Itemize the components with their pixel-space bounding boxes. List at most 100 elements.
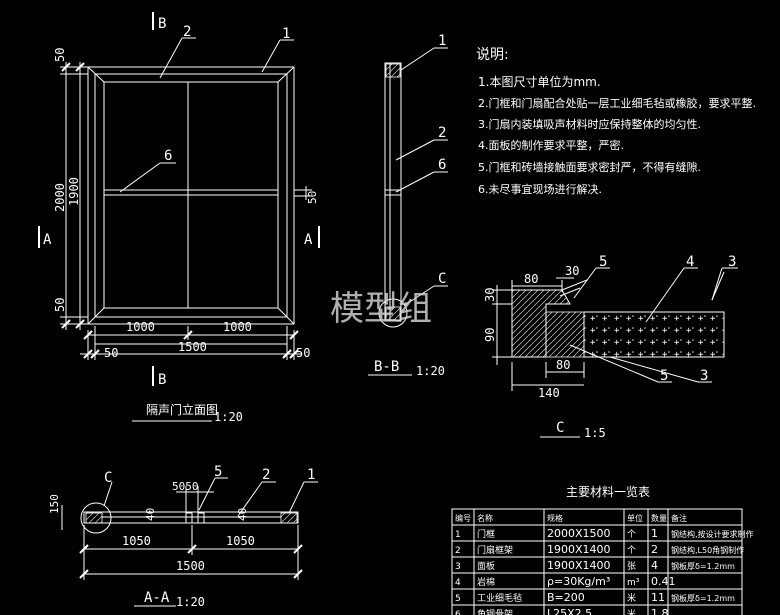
section-mark-b-bottom: B — [158, 372, 166, 388]
note-4: 4.面板的制作要求平整，严密. — [478, 138, 624, 152]
detail-c-title: C — [556, 420, 564, 436]
note-1: 1.本图尺寸单位为mm. — [478, 74, 601, 89]
notes-block: 说明: 1.本图尺寸单位为mm. 2.门框和门扇配合处贴一层工业细毛毡或橡胶，要… — [476, 47, 756, 196]
aa-detail-circle — [80, 502, 112, 534]
bb-callout-2: 2 — [438, 125, 446, 141]
bb-detail-circle — [378, 298, 408, 328]
aa-detail-mark: C — [104, 470, 112, 486]
aa-dim-left-half: 1050 — [122, 534, 151, 548]
bb-scale: 1:20 — [416, 364, 445, 378]
bb-callout-1: 1 — [438, 33, 446, 49]
detail-dim-left-30: 30 — [483, 288, 497, 302]
table-cell: 个 — [627, 529, 636, 540]
aa-dim-40-left: 40 — [144, 508, 157, 521]
detail-callout-5-bottom: 5 — [660, 368, 668, 384]
dim-side-50: 50 — [306, 191, 319, 204]
watermark-text: 模型组 — [330, 289, 432, 329]
table-cell: m³ — [627, 578, 640, 588]
detail-dim-top-30: 30 — [565, 264, 579, 278]
detail-dim-bottom-80: 80 — [556, 358, 570, 372]
note-6: 6.未尽事宜现场进行解决. — [478, 182, 602, 196]
dim-right-panel: 1000 — [223, 320, 252, 334]
table-cell: 1900X1400 — [547, 559, 611, 572]
detail-callout-5-top: 5 — [599, 254, 607, 270]
door-frame-mid — [94, 73, 288, 318]
table-cell: 2 — [455, 546, 461, 556]
table-cell: 工业细毛毡 — [477, 592, 522, 604]
table-cell: 1 — [651, 527, 658, 540]
table-cell: 个 — [627, 545, 636, 556]
table-cell: 0.41 — [651, 575, 676, 588]
aa-dim-50-50: 5050 — [172, 480, 199, 493]
elevation-title: 隔声门立面图 — [146, 402, 218, 417]
table-cell: ρ=30Kg/m³ — [547, 575, 610, 588]
dim-right-edge: 50 — [296, 346, 310, 360]
table-cell: 5 — [455, 594, 461, 604]
dim-total-height: 2000 — [53, 183, 67, 212]
detail-callout-3-top: 3 — [728, 254, 736, 270]
table-cell: 米 — [627, 608, 636, 615]
section-mark-b-top: B — [158, 16, 166, 32]
section-bb: 1 2 6 C B-B 1:20 — [368, 33, 448, 378]
aa-dim-right-half: 1050 — [226, 534, 255, 548]
table-cell: 面板 — [477, 560, 495, 572]
bb-callout-6: 6 — [438, 157, 446, 173]
table-header-cell: 备注 — [671, 513, 687, 523]
table-cell: 4 — [651, 559, 658, 572]
table-cell: 门框 — [477, 528, 495, 540]
table-cell: 6 — [455, 610, 461, 615]
table-grid: 编号名称 规格 单位数量备注 1 门框 2000X1500 个 1 钢结构,按设计要求制作 2 门扇… — [451, 508, 754, 615]
table-cell: 岩棉 — [477, 576, 495, 588]
detail-dim-left-90: 90 — [483, 328, 497, 342]
bb-title: B-B — [374, 359, 399, 375]
table-cell: 钢结构,L50角钢制作 — [671, 545, 744, 555]
table-cell: 钢板厚δ=1.2mm — [671, 593, 735, 603]
section-mark-a-right: A — [304, 232, 313, 248]
note-2: 2.门框和门扇配合处贴一层工业细毛毡或橡胶，要求平整. — [478, 96, 756, 110]
section-aa: C 5050 5 2 1 40 40 150 1050 1050 1500 — [48, 464, 318, 609]
table-cell: 钢结构,按设计要求制作 — [671, 529, 754, 539]
detail-callout-4: 4 — [686, 254, 694, 270]
table-header-cell: 数量 — [651, 513, 667, 523]
note-5: 5.门框和砖墙接触面要求密封严，不得有缝隙. — [478, 160, 701, 174]
dim-bottom-frame: 50 — [53, 298, 67, 312]
callout-2: 2 — [183, 24, 191, 40]
dim-left-panel: 1000 — [126, 320, 155, 334]
aa-callout-1: 1 — [307, 467, 315, 483]
elevation-scale: 1:20 — [214, 410, 243, 424]
table-header-cell: 规格 — [547, 513, 563, 523]
table-cell: 米 — [627, 592, 636, 604]
table-cell: 11 — [651, 591, 665, 604]
table-cell: 4 — [455, 578, 461, 588]
dim-inner-height: 1900 — [67, 177, 81, 206]
table-cell: 1 — [455, 530, 461, 540]
table-cell: 2000X1500 — [547, 527, 611, 540]
table-cell: 1900X1400 — [547, 543, 611, 556]
table-cell: 1.8 — [651, 607, 669, 615]
aa-scale: 1:20 — [176, 595, 205, 609]
table-cell: 角钢骨架 — [477, 608, 513, 615]
aa-dim-total: 1500 — [176, 559, 205, 573]
table-header-cell: 编号 — [455, 513, 471, 523]
aa-dim-40-right: 40 — [236, 508, 249, 521]
notes-heading: 说明: — [476, 47, 509, 63]
aa-title: A-A — [144, 590, 170, 606]
door-elevation: B 2 1 6 A A — [38, 12, 320, 424]
table-cell: 3 — [455, 562, 461, 572]
detail-dim-top-80: 80 — [524, 272, 538, 286]
callout-6: 6 — [164, 148, 172, 164]
table-cell: 钢板厚δ=1.2mm — [671, 561, 735, 571]
table-header-cell: 名称 — [477, 513, 493, 523]
detail-c-scale: 1:5 — [584, 426, 606, 440]
table-cell: B=200 — [547, 591, 585, 604]
callout-1: 1 — [282, 26, 290, 42]
note-3: 3.门扇内装填吸声材料时应保持整体的均匀性. — [478, 117, 701, 131]
table-cell: 2 — [651, 543, 658, 556]
table-border — [451, 508, 743, 615]
aa-dim-150: 150 — [48, 494, 61, 514]
dim-left-edge: 50 — [104, 346, 118, 360]
section-mark-a-left: A — [43, 232, 52, 248]
table-header-cell: 单位 — [627, 513, 643, 523]
table-cell: 门扇框架 — [477, 544, 513, 556]
